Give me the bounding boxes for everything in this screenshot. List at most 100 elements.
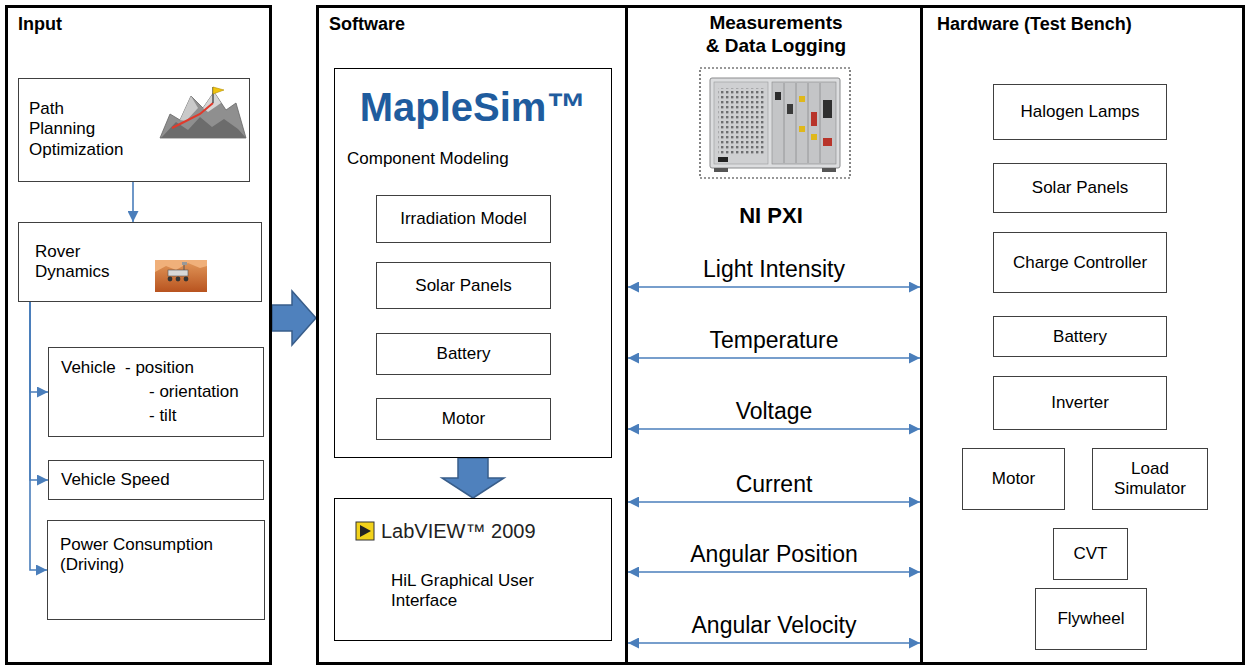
flow-arrow bbox=[30, 302, 48, 480]
signal-arrow bbox=[628, 571, 920, 573]
signal-label: Light Intensity bbox=[700, 256, 848, 282]
box-label: Irradiation Model bbox=[400, 209, 527, 229]
module-connector bbox=[823, 138, 832, 146]
box-label: Vehicle Speed bbox=[61, 470, 170, 490]
box-label: Battery bbox=[437, 344, 491, 364]
panel-title: Software bbox=[329, 14, 405, 36]
pxi-chassis-illustration bbox=[700, 68, 850, 178]
signal-label: Angular Velocity bbox=[689, 612, 860, 638]
hardware-box: Load Simulator bbox=[1092, 448, 1208, 510]
hardware-box: Inverter bbox=[993, 376, 1167, 430]
hardware-box: Battery bbox=[993, 316, 1167, 357]
model-component-box: Motor bbox=[376, 398, 551, 440]
box-label: Battery bbox=[1053, 326, 1107, 346]
signal-label: Current bbox=[733, 471, 816, 497]
signal-arrow bbox=[628, 357, 920, 359]
box-label: Solar Panels bbox=[1032, 178, 1128, 198]
connector-group bbox=[30, 182, 920, 643]
signal-arrow bbox=[628, 428, 920, 430]
box-label: MapleSim™ bbox=[335, 83, 611, 131]
signal-label: Angular Position bbox=[687, 541, 861, 567]
rover-wheel bbox=[184, 277, 189, 282]
box-label: Power Consumption (Driving) bbox=[60, 535, 260, 576]
signal-label: Voltage bbox=[733, 398, 816, 424]
hardware-box: CVT bbox=[1053, 528, 1128, 580]
module-slot bbox=[820, 83, 821, 163]
module-connector bbox=[811, 112, 817, 126]
box-label: Path Planning Optimization bbox=[29, 99, 125, 160]
frame-line bbox=[628, 662, 920, 665]
process-box: Path Planning Optimization bbox=[18, 78, 250, 182]
middle-frame bbox=[628, 7, 920, 664]
software-panel: SoftwareMapleSim™ Component ModelingIrrad… bbox=[316, 5, 628, 665]
signal-label: Temperature bbox=[706, 327, 841, 353]
module-bay bbox=[772, 82, 836, 164]
terrain-illustration bbox=[160, 86, 246, 140]
panel-title: Input bbox=[18, 14, 62, 36]
box-label: - orientation bbox=[149, 382, 239, 402]
chassis-side bbox=[714, 82, 768, 164]
signal-arrow bbox=[628, 501, 920, 503]
flow-arrow bbox=[132, 182, 134, 222]
hardware-panel: Hardware (Test Bench) Halogen LampsSolar … bbox=[920, 5, 1245, 665]
hardware-box: Flywheel bbox=[1035, 588, 1147, 650]
rover-camera bbox=[182, 262, 187, 265]
module-connector bbox=[799, 126, 805, 132]
hardware-box: Motor bbox=[962, 448, 1065, 510]
input-panel: InputPath Planning OptimizationRover Dyn… bbox=[5, 5, 272, 665]
chassis-foot bbox=[714, 168, 728, 172]
block-arrow bbox=[442, 458, 504, 498]
terrain-rock bbox=[160, 92, 246, 138]
module-connector bbox=[799, 96, 805, 102]
module-connector bbox=[811, 134, 817, 140]
model-component-box: Solar Panels bbox=[376, 262, 551, 309]
frame-line bbox=[628, 5, 920, 8]
box-label: LabVIEW™ 2009 bbox=[381, 519, 536, 543]
box-label: Inverter bbox=[1051, 393, 1109, 413]
modeling-box: MapleSim™ Component ModelingIrradiation M… bbox=[334, 68, 612, 458]
section-heading: Measurements & Data Logging bbox=[702, 12, 850, 58]
labview-icon bbox=[356, 522, 374, 540]
flow-arrow bbox=[30, 302, 47, 570]
chassis-foot bbox=[822, 168, 836, 172]
block-arrow bbox=[272, 291, 316, 345]
model-component-box: Battery bbox=[376, 333, 551, 375]
box-label: Load Simulator bbox=[1098, 459, 1202, 500]
device-caption: NI PXI bbox=[739, 203, 803, 229]
goal-flag bbox=[213, 87, 224, 94]
module-connector bbox=[775, 92, 781, 100]
box-label: Motor bbox=[442, 409, 485, 429]
process-box: Rover Dynamics bbox=[18, 222, 262, 302]
hardware-box: Halogen Lamps bbox=[993, 84, 1167, 140]
rover-wheel bbox=[168, 277, 173, 282]
chassis-vent bbox=[718, 88, 764, 154]
image-frame bbox=[700, 68, 850, 178]
rover-illustration bbox=[155, 260, 207, 292]
module-slot bbox=[808, 83, 809, 163]
box-label: - tilt bbox=[149, 406, 176, 426]
power-switch bbox=[718, 157, 728, 162]
box-label: Component Modeling bbox=[347, 149, 509, 169]
model-component-box: Irradiation Model bbox=[376, 195, 551, 243]
chassis-body bbox=[710, 78, 840, 168]
gui-box: LabVIEW™ 2009HiL Graphical User Interfac… bbox=[334, 498, 612, 641]
box-label: Motor bbox=[992, 469, 1035, 489]
module-slot bbox=[784, 83, 785, 163]
box-label: Rover Dynamics bbox=[35, 242, 125, 283]
box-label: Charge Controller bbox=[1013, 252, 1147, 272]
box-label: CVT bbox=[1074, 544, 1108, 564]
terrain-ground bbox=[160, 86, 246, 140]
box-label: Halogen Lamps bbox=[1020, 102, 1139, 122]
box-label: Flywheel bbox=[1057, 609, 1124, 629]
output-box: Vehicle- position- orientation- tilt bbox=[48, 347, 264, 437]
planned-path bbox=[172, 103, 213, 128]
labview-icon-square bbox=[356, 522, 374, 540]
output-box: Power Consumption (Driving) bbox=[47, 520, 265, 620]
hardware-box: Solar Panels bbox=[993, 163, 1167, 213]
rover-wheel bbox=[176, 277, 181, 282]
flow-arrow bbox=[30, 302, 48, 392]
rover-body bbox=[168, 270, 188, 276]
panel-title: Hardware (Test Bench) bbox=[937, 14, 1132, 36]
